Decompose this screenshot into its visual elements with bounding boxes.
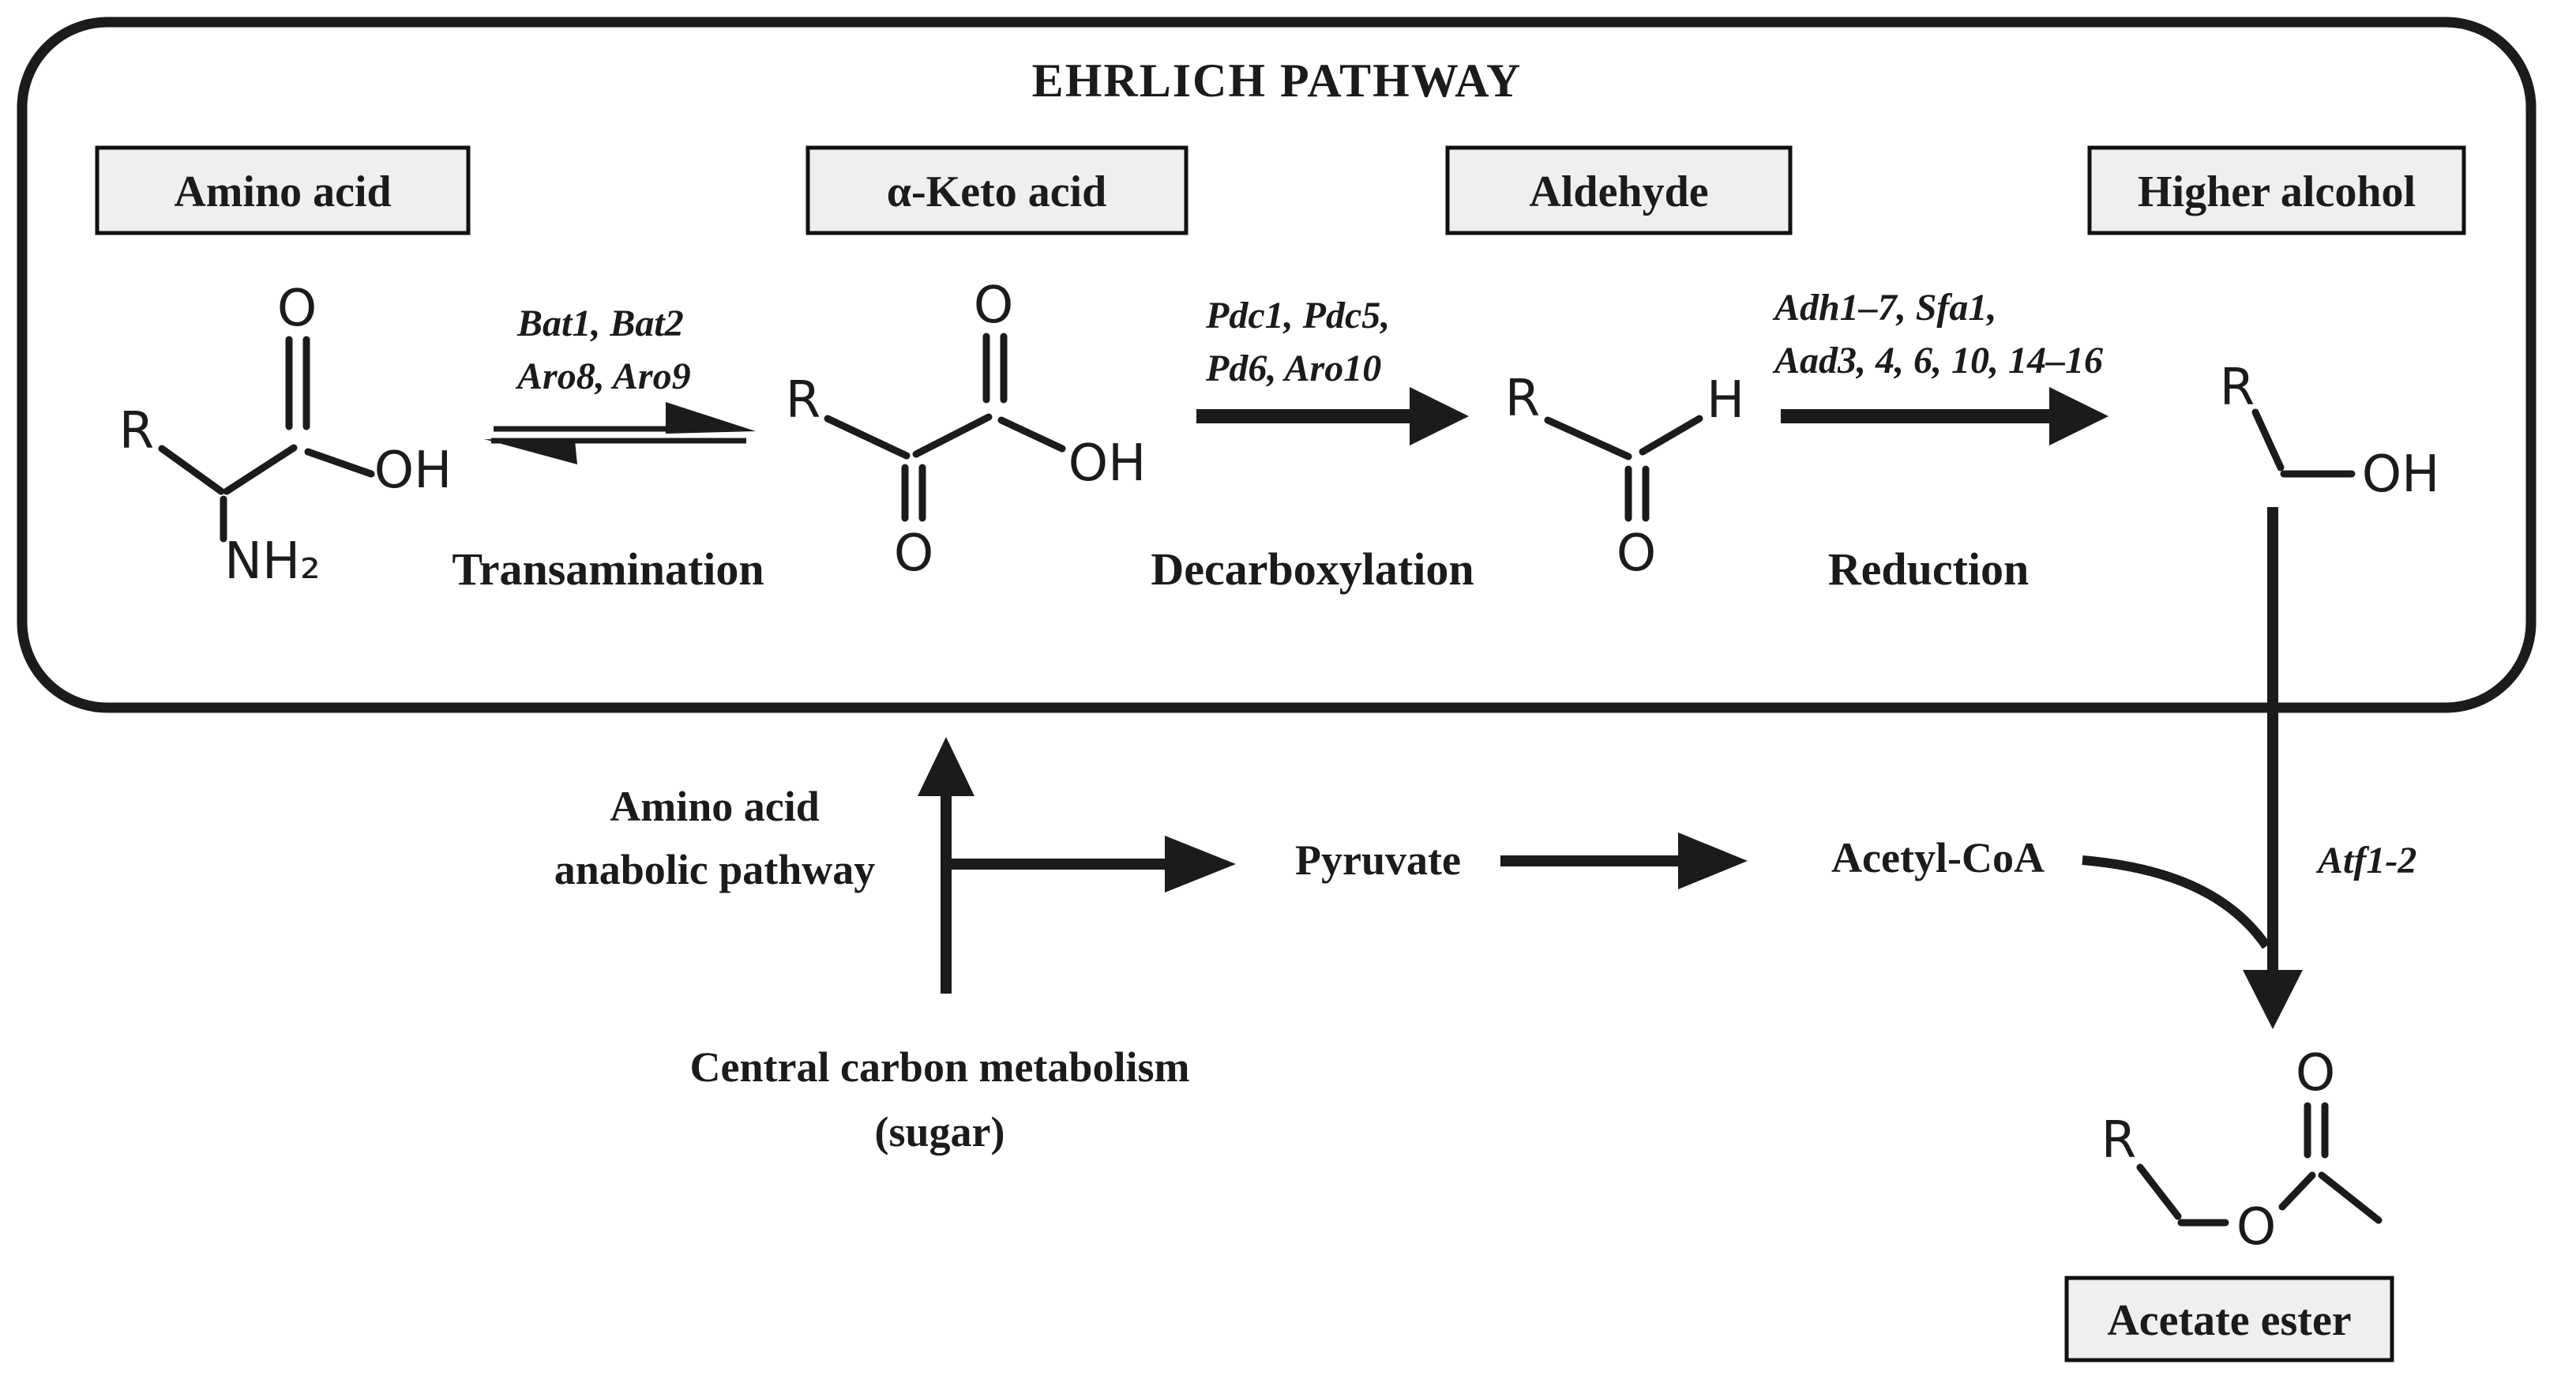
atom-oh: OH [374,442,452,500]
atom-o: O [974,276,1013,335]
decarboxylation-arrow [1196,387,1469,445]
step-label-decarboxylation: Decarboxylation [1151,543,1474,595]
atom-o: O [277,280,317,338]
bond-line [158,445,225,495]
stage-box-aldehyde [1445,145,1793,235]
bond-line [304,448,375,478]
bond-line [1544,416,1632,460]
decarboxylation-enzymes-line1: Pdc1, Pdc5, [1205,295,1390,336]
atom-r: R [119,402,154,460]
arrow-head [1678,832,1748,889]
stage-box-higher-alcohol [2087,145,2466,235]
bond-line [997,416,1066,453]
equilibrium-reverse-head [484,439,577,464]
bond-line [2136,1163,2182,1220]
acetate-ester-structure: R O O [2101,1044,2383,1257]
esterification-arrow [2243,507,2303,1029]
step-label-transamination: Transamination [452,543,764,595]
transamination-equilibrium-arrow [484,402,756,464]
step-label-reduction: Reduction [1828,543,2030,595]
anabolic-pathway-label-line1: Amino acid [610,783,820,830]
pyruvate-label: Pyruvate [1295,836,1461,884]
acetyl-coa-label: Acetyl-CoA [1831,834,2045,881]
ehrlich-pathway-border-box [17,17,2537,713]
atom-nh2: NH₂ [224,532,321,591]
atom-h: H [1707,371,1744,430]
atom-oh: OH [1068,434,1147,493]
pyruvate-to-acetylcoa-arrow [1500,832,1748,889]
amino-acid-structure: R O OH NH₂ [119,280,452,591]
bond-line [2278,1171,2316,1211]
esterification-enzymes-label: Atf1-2 [2315,840,2416,881]
stage-label-keto-acid: α-Keto acid [887,167,1107,216]
equilibrium-forward-head [666,402,756,434]
atom-oh: OH [2362,445,2440,504]
stage-label-aldehyde: Aldehyde [1529,167,1708,216]
atom-o: O [894,524,933,583]
bond-line [1639,415,1703,456]
arrow-head [1165,836,1236,893]
reduction-enzymes-line1: Adh1–7, Sfa1, [1772,287,1996,329]
central-carbon-sugar-label: (sugar) [875,1108,1005,1156]
aldehyde-structure: R O H [1505,370,1744,583]
reduction-enzymes-line2: Aad3, 4, 6, 10, 14–16 [1772,340,2103,381]
bond-line [2318,1171,2383,1224]
arrow-head [1410,387,1469,445]
atom-o: O [2296,1044,2335,1103]
bond-line [2251,408,2285,472]
pyruvate-branch-arrow [946,836,1236,893]
stage-box-amino-acid [95,145,471,235]
figure-title: EHRLICH PATHWAY [1032,54,1523,107]
decarboxylation-enzymes-line2: Pd6, Aro10 [1205,348,1381,389]
stage-box-keto-acid [805,145,1188,235]
bond-line [223,444,298,495]
transamination-enzymes-line1: Bat1, Bat2 [516,303,684,344]
bond-line [912,413,993,458]
atom-r: R [2101,1111,2136,1170]
stage-label-higher-alcohol: Higher alcohol [2138,167,2416,216]
stage-label-amino-acid: Amino acid [174,167,391,216]
arrow-head [2243,970,2303,1029]
bond-line [824,415,911,460]
atom-r: R [786,371,820,430]
central-carbon-metabolism-label: Central carbon metabolism [690,1043,1190,1091]
keto-acid-structure: R O O OH [786,276,1146,583]
anabolic-pathway-label-line2: anabolic pathway [554,846,876,893]
reduction-arrow [1781,387,2108,445]
transamination-enzymes-line2: Aro8, Aro9 [515,355,691,397]
stage-box-acetate-ester [2064,1276,2394,1362]
atom-o: O [1617,524,1656,583]
higher-alcohol-structure: R OH [2220,359,2439,504]
atom-o: O [2236,1198,2276,1257]
stage-label-acetate-ester: Acetate ester [2107,1296,2351,1345]
acetylcoa-merge-curve [2082,855,2270,949]
atom-r: R [2220,359,2255,417]
arrow-head [2049,387,2108,445]
anabolic-up-arrow [918,737,974,994]
arrow-head [918,737,974,796]
stage-boxes: Amino acid α-Keto acid Aldehyde Higher a… [95,145,2466,1362]
atom-r: R [1505,370,1540,428]
